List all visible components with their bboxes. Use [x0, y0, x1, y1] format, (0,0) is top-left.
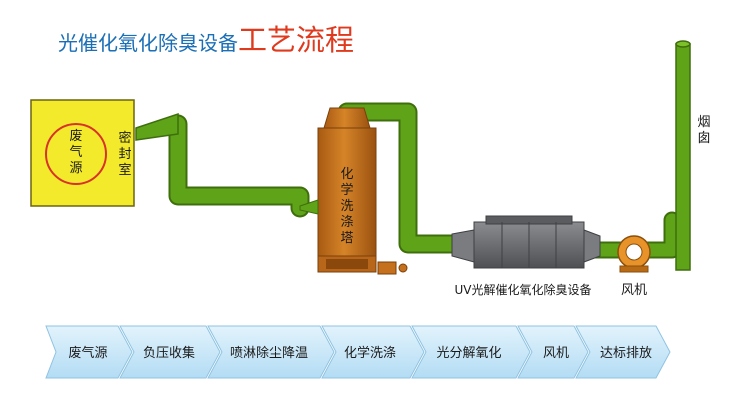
step-label: 达标排放 — [600, 346, 652, 361]
scrubber-label-char: 化 — [340, 167, 353, 182]
sealed-room-label: 密 封 室 — [118, 130, 131, 178]
sealed-room — [30, 99, 135, 207]
sealed-room-label-char: 封 — [118, 147, 131, 162]
pipe-network — [168, 102, 681, 259]
uv-photocatalytic-unit — [451, 215, 601, 269]
scrubber-label-char: 塔 — [340, 231, 353, 246]
uv-unit-label: UV光解催化氧化除臭设备 — [455, 282, 592, 297]
source-label: 废 气 源 — [69, 128, 82, 176]
waste-gas-source — [45, 123, 107, 185]
collection-hood — [135, 112, 179, 141]
step-label: 喷淋除尘降温 — [230, 346, 308, 361]
step-label: 光分解氧化 — [436, 346, 501, 361]
chimney-label-char: 囱 — [697, 131, 710, 146]
process-steps: 废气源 负压收集 喷淋除尘降温 化学洗涤 光分解氧化 风机 达标排放 — [45, 325, 671, 379]
title-equipment: 光催化氧化除臭设备 — [58, 31, 238, 55]
step-label: 风机 — [543, 346, 569, 361]
scrubber-label-char: 洗 — [340, 199, 353, 214]
sealed-room-label-char: 密 — [118, 130, 131, 146]
fan — [617, 235, 651, 273]
chemical-scrubber-tower — [299, 107, 408, 275]
chimney-label: 烟 囱 — [697, 115, 710, 146]
step-5: 光分解氧化 — [411, 325, 531, 379]
step-6: 风机 — [517, 325, 589, 379]
fan-label: 风机 — [621, 283, 647, 298]
step-4: 化学洗涤 — [321, 325, 425, 379]
source-label-char: 废 — [69, 128, 82, 144]
step-1: 废气源 — [45, 325, 133, 379]
sealed-room-label-char: 室 — [118, 162, 131, 178]
chimney-label-char: 烟 — [697, 115, 710, 130]
scrubber-label-char: 涤 — [340, 215, 353, 230]
source-label-char: 气 — [69, 144, 82, 160]
step-label: 废气源 — [68, 345, 107, 361]
page-title: 光催化氧化除臭设备工艺流程 — [58, 26, 354, 55]
source-label-char: 源 — [69, 161, 82, 176]
chimney — [675, 40, 691, 271]
step-7: 达标排放 — [575, 325, 671, 379]
scrubber-label-char: 学 — [340, 182, 353, 198]
step-2: 负压收集 — [119, 325, 221, 379]
scrubber-label: 化 学 洗 涤 塔 — [340, 167, 353, 246]
title-process: 工艺流程 — [238, 23, 355, 57]
step-label: 化学洗涤 — [344, 345, 396, 361]
step-3: 喷淋除尘降温 — [207, 325, 335, 379]
step-label: 负压收集 — [143, 345, 195, 361]
